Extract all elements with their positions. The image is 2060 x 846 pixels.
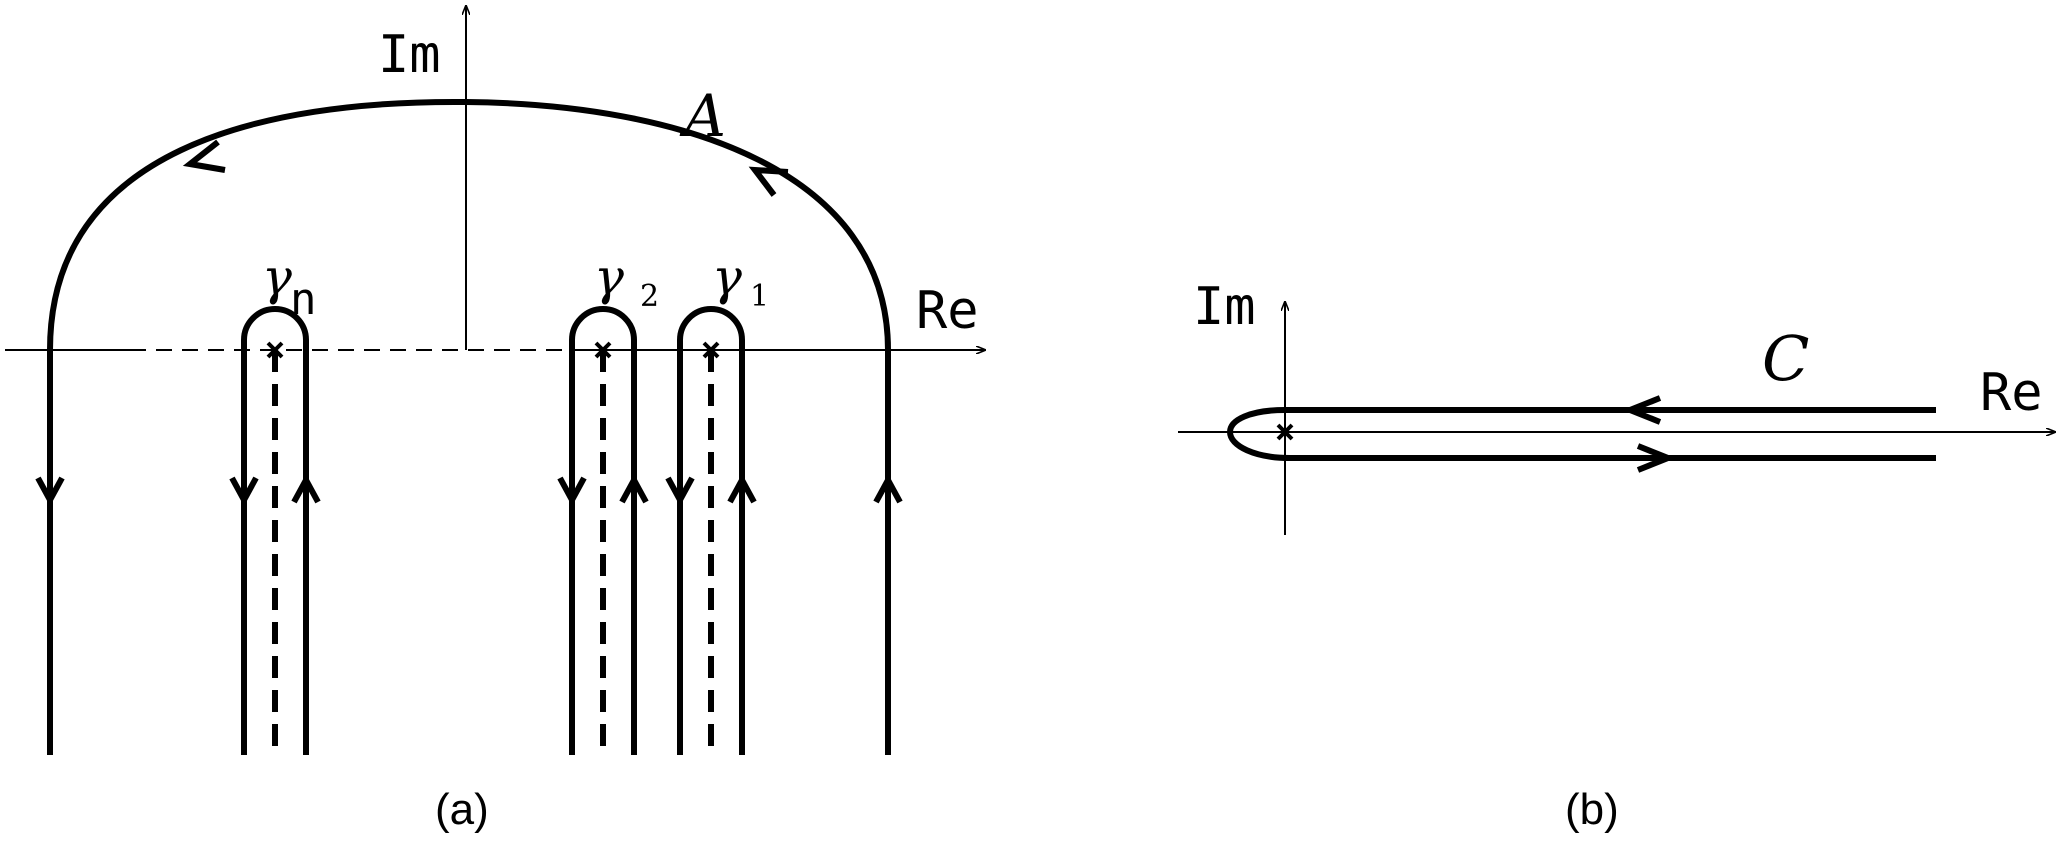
gamma-2-sub: 2 [640,279,659,314]
hairpin-gamma-n [229,306,321,755]
contour-label-a: A [679,82,726,150]
branch-point-b [1276,423,1294,441]
branch-point-1 [702,341,720,359]
arrow-arc-right [748,166,789,197]
gamma-1-sub: 1 [750,279,769,314]
branch-point-n [266,341,284,359]
gamma-1-letter: γ [712,248,742,306]
arrow-c-upper [1621,395,1662,425]
arrow-left-leg-down [35,476,65,507]
im-label-a: Im [378,25,441,85]
panel-a: Im Re A γ n γ 2 [5,6,985,834]
arrow-right-leg-up [873,473,903,504]
contour-a-outer [47,98,891,755]
arrow-c-lower [1636,443,1677,473]
arrow-arc-left [182,139,226,173]
contour-c [1226,407,1936,461]
hairpin-gamma-1 [665,306,757,755]
hairpin-gamma-2 [557,306,649,755]
caption-a: (a) [435,785,489,834]
panel-b: Im Re C (b) [1178,277,2055,834]
im-label-b: Im [1193,277,1256,337]
branch-point-2 [594,341,612,359]
contour-label-c: C [1762,322,1809,395]
gamma-n-letter: γ [262,248,292,306]
re-label-a: Re [916,281,979,341]
re-label-b: Re [1980,363,2043,423]
gamma-n-sub: n [290,274,317,325]
gamma-2-letter: γ [594,248,624,306]
caption-b: (b) [1565,785,1619,834]
